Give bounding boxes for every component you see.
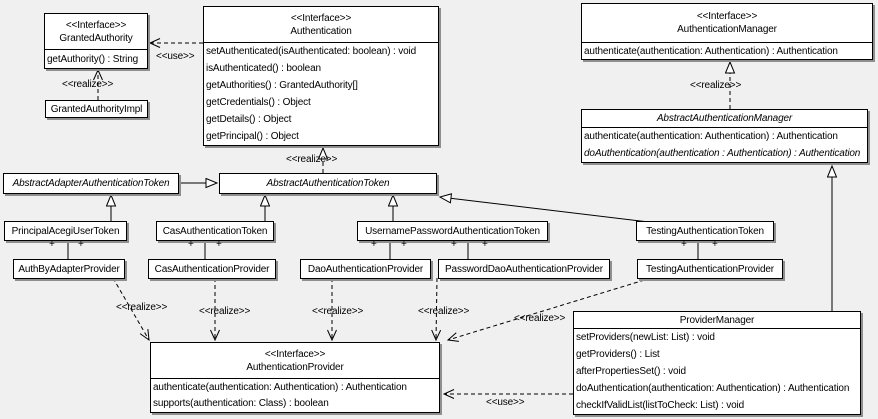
- class-testing-authentication-provider: TestingAuthenticationProvider: [637, 259, 783, 279]
- class-name: AuthenticationProvider: [246, 361, 344, 373]
- stereotype: <<Interface>>: [290, 12, 352, 24]
- class-abstract-authentication-token: AbstractAuthenticationToken: [219, 173, 437, 194]
- use-label: <<use>>: [156, 51, 195, 62]
- class-name: UsernamePasswordAuthenticationToken: [365, 225, 540, 237]
- multiplicity-plus: +: [712, 239, 718, 250]
- method: authenticate(authentication: Authenticat…: [584, 131, 838, 142]
- method: authenticate(authentication: Authenticat…: [153, 381, 407, 393]
- realize-label: <<realize>>: [62, 79, 114, 90]
- realize-label: <<realize>>: [514, 313, 566, 324]
- class-cas-authentication-token: CasAuthenticationToken: [156, 221, 274, 241]
- class-name: TestingAuthenticationProvider: [646, 263, 774, 275]
- realize-label: <<realize>>: [286, 154, 338, 165]
- method: getPrincipal() : Object: [206, 131, 299, 142]
- class-name: AuthenticationManager: [677, 24, 777, 35]
- method: checkIfValidList(listToCheck: List) : vo…: [576, 400, 745, 411]
- class-testing-authentication-token: TestingAuthenticationToken: [636, 221, 774, 241]
- method: getAuthority() : String: [47, 53, 139, 65]
- class-principal-acegi-user-token: PrincipalAcegiUserToken: [4, 221, 127, 241]
- class-name: GrantedAuthority: [59, 32, 133, 44]
- multiplicity-plus: +: [482, 239, 488, 250]
- realize-testingprovider: [446, 277, 652, 342]
- class-granted-authority-impl: GrantedAuthorityImpl: [45, 100, 148, 118]
- stereotype: <<Interface>>: [264, 348, 326, 360]
- realize-label: <<realize>>: [312, 306, 364, 317]
- class-dao-authentication-provider: DaoAuthenticationProvider: [300, 259, 431, 279]
- method: setProviders(newList: List) : void: [576, 332, 715, 343]
- use-label: <<use>>: [486, 397, 525, 408]
- class-name: DaoAuthenticationProvider: [307, 263, 424, 275]
- class-name: PasswordDaoAuthenticationProvider: [445, 263, 603, 275]
- multiplicity-plus: +: [78, 239, 84, 250]
- method: afterPropertiesSet() : void: [576, 366, 686, 377]
- realize-authbyadapterprovider: [112, 277, 150, 342]
- class-name: AbstractAdapterAuthenticationToken: [12, 178, 170, 189]
- generalization-testing-token: [440, 197, 650, 223]
- realize-passworddaoprovider: [431, 277, 442, 342]
- class-name: AbstractAuthenticationToken: [266, 178, 390, 189]
- multiplicity-plus: +: [216, 239, 222, 250]
- class-name: AuthByAdapterProvider: [18, 263, 120, 275]
- class-password-dao-authentication-provider: PasswordDaoAuthenticationProvider: [438, 259, 610, 279]
- class-authentication-manager: <<Interface>> AuthenticationManager auth…: [581, 3, 873, 60]
- realize-label: <<realize>>: [199, 306, 251, 317]
- class-username-password-authentication-token: UsernamePasswordAuthenticationToken: [357, 221, 548, 241]
- class-name: CasAuthenticationProvider: [154, 263, 270, 275]
- multiplicity-plus: +: [49, 239, 55, 250]
- multiplicity-plus: +: [681, 239, 687, 250]
- method: getCredentials() : Object: [206, 97, 311, 108]
- method: getAuthorities() : GrantedAuthority[]: [206, 80, 358, 91]
- class-name: Authentication: [290, 25, 352, 37]
- multiplicity-plus: +: [451, 239, 457, 250]
- stereotype: <<Interface>>: [696, 11, 758, 22]
- method: isAuthenticated() : boolean: [206, 63, 321, 74]
- class-abstract-adapter-authentication-token: AbstractAdapterAuthenticationToken: [3, 173, 179, 194]
- class-granted-authority: <<Interface>> GrantedAuthority getAuthor…: [44, 13, 148, 69]
- method: supports(authentication: Class) : boolea…: [153, 398, 329, 410]
- stereotype: <<Interface>>: [65, 19, 127, 31]
- method: getProviders() : List: [576, 349, 660, 360]
- class-name: AbstractAuthenticationManager: [656, 113, 793, 124]
- class-name: CasAuthenticationToken: [162, 225, 268, 237]
- method: authenticate(authentication: Authenticat…: [584, 45, 838, 57]
- class-abstract-authentication-manager: AbstractAuthenticationManager authentica…: [581, 109, 868, 163]
- class-provider-manager: ProviderManager setProviders(newList: Li…: [573, 311, 861, 415]
- method: doAuthentication(authentication: Authent…: [576, 383, 850, 394]
- multiplicity-plus: +: [401, 239, 407, 250]
- multiplicity-plus: +: [188, 239, 194, 250]
- class-name: ProviderManager: [679, 314, 755, 326]
- realize-label: <<realize>>: [418, 306, 470, 317]
- class-cas-authentication-provider: CasAuthenticationProvider: [148, 259, 276, 279]
- class-name: PrincipalAcegiUserToken: [11, 225, 120, 237]
- method: doAuthentication(authentication : Authen…: [584, 148, 861, 159]
- class-name: TestingAuthenticationToken: [646, 225, 764, 237]
- realize-label: <<realize>>: [116, 302, 168, 313]
- method: setAuthenticated(isAuthenticated: boolea…: [206, 46, 417, 57]
- class-name: GrantedAuthorityImpl: [50, 103, 143, 115]
- realize-label: <<realize>>: [690, 80, 742, 91]
- class-authentication-provider: <<Interface>> AuthenticationProvider aut…: [150, 342, 440, 413]
- method: getDetails() : Object: [206, 114, 292, 125]
- class-authentication: <<Interface>> Authentication setAuthenti…: [203, 6, 439, 146]
- multiplicity-plus: +: [371, 239, 377, 250]
- class-auth-by-adapter-provider: AuthByAdapterProvider: [13, 259, 125, 279]
